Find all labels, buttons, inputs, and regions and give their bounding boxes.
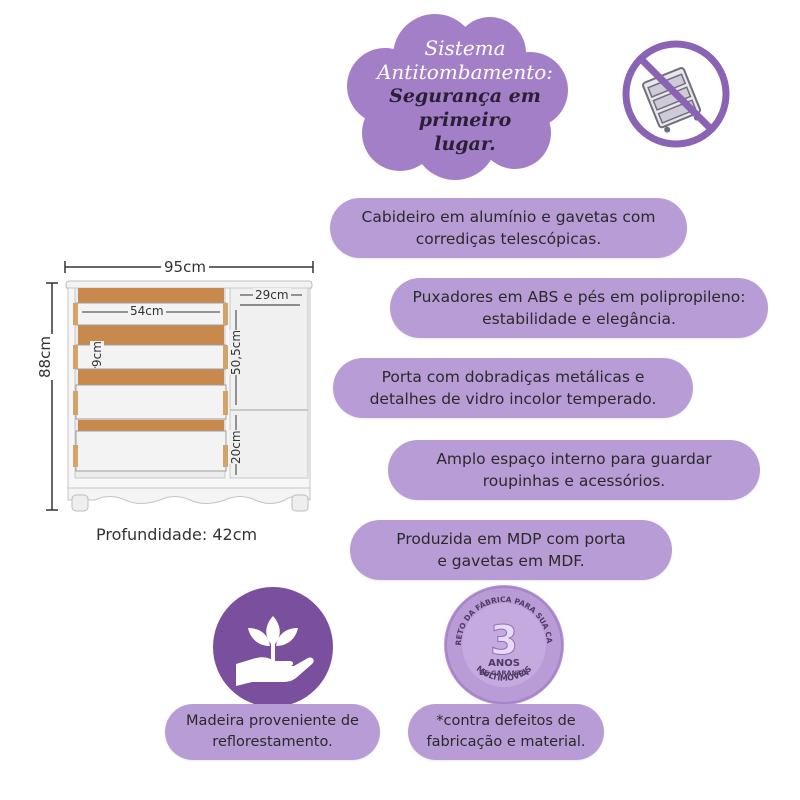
warranty-caption: *contra defeitos de fabricação e materia… <box>408 704 604 760</box>
warranty-seal-icon: DIRETO DA FÁBRICA PARA SUA CASA 3 ANOS D… <box>443 584 564 705</box>
depth-label: Profundidade: 42cm <box>96 525 258 544</box>
dim-lower-compartment-label: 20cm <box>229 430 243 464</box>
furniture-diagram <box>46 261 314 512</box>
headline-line3: Segurança em primeiro <box>389 85 541 131</box>
headline-line2: Antitombamento: <box>376 60 554 84</box>
dim-drawer-width-label: 54cm <box>128 304 166 318</box>
seal-sub: DE GARANTIA <box>479 669 529 677</box>
headline-line4: lugar. <box>434 133 496 155</box>
reforestation-icon <box>213 587 333 707</box>
feature-door: Porta com dobradiças metálicas e detalhe… <box>333 358 693 418</box>
eco-caption: Madeira proveniente de reflorestamento. <box>165 704 380 760</box>
seal-number: 3 <box>490 618 518 664</box>
dim-upper-compartment-label: 50,5cm <box>229 329 243 375</box>
dim-drawer-height-label: 9cm <box>90 341 104 367</box>
no-tipping-icon <box>622 40 730 148</box>
feature-handles: Puxadores em ABS e pés em polipropileno:… <box>390 278 768 338</box>
headline-line1: Sistema <box>424 36 506 60</box>
dim-hanger-width-label: 29cm <box>253 288 291 302</box>
feature-material: Produzida em MDP com porta e gavetas em … <box>350 520 672 580</box>
headline-cloud <box>347 14 568 180</box>
dim-width-label: 95cm <box>161 258 209 276</box>
headline-text: Sistema Antitombamento: Segurança em pri… <box>345 36 585 156</box>
seal-unit: ANOS <box>488 658 520 669</box>
dim-height-label: 88cm <box>36 334 54 380</box>
feature-space: Amplo espaço interno para guardar roupin… <box>388 440 760 500</box>
feature-telescopic: Cabideiro em alumínio e gavetas com corr… <box>330 198 687 258</box>
